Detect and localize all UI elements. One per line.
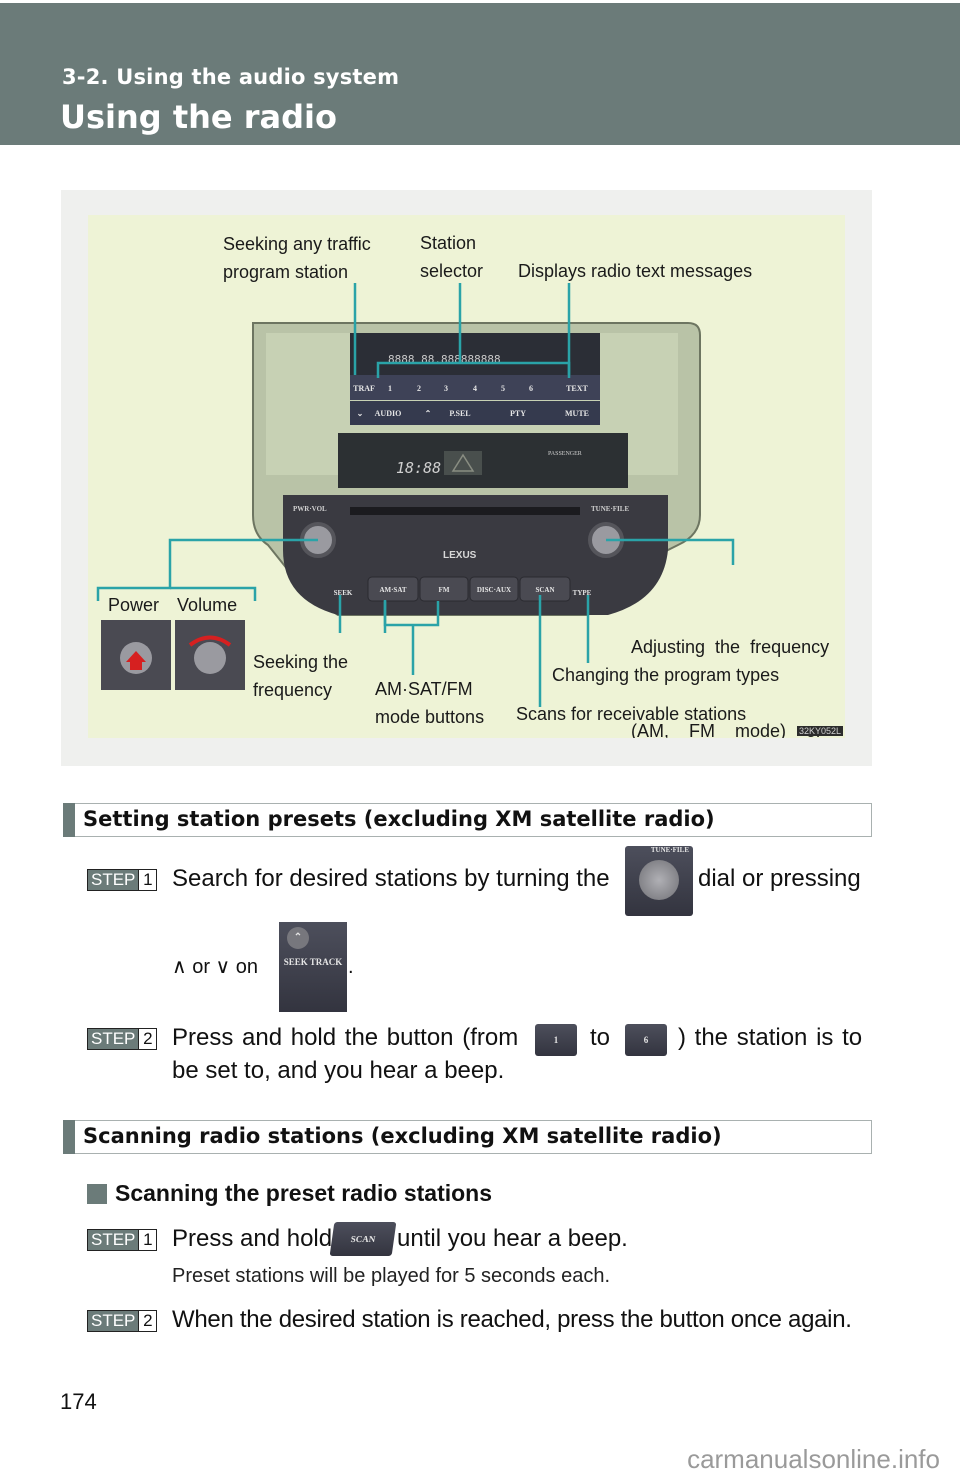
callout-power-volume: Power Volume <box>108 595 238 615</box>
page-header: 3-2. Using the audio system Using the ra… <box>0 0 960 145</box>
svg-text:TUNE·FILE: TUNE·FILE <box>591 505 629 513</box>
svg-text:PTY: PTY <box>510 409 526 418</box>
figure-code: 32KY052L <box>796 726 843 736</box>
watermark: carmanualsonline.info <box>687 1444 940 1474</box>
svg-text:MUTE: MUTE <box>565 409 589 418</box>
svg-text:2: 2 <box>417 384 421 393</box>
svg-text:LEXUS: LEXUS <box>443 550 477 561</box>
step-text: . <box>348 956 354 978</box>
svg-text:PASSENGER: PASSENGER <box>548 451 582 457</box>
callout-scan: Scans for receivable stations <box>516 704 747 724</box>
callout-traffic: Seeking any traffic program station <box>223 234 371 282</box>
section-label: 3-2. Using the audio system <box>62 65 400 89</box>
step-text: Press and hold the button (from <box>172 1024 519 1051</box>
svg-text:4: 4 <box>473 384 477 393</box>
svg-text:⌃: ⌃ <box>425 409 432 418</box>
callout-seek: Seeking the frequency <box>253 652 349 700</box>
square-bullet-icon <box>87 1183 107 1204</box>
svg-text:18:88: 18:88 <box>396 459 441 477</box>
svg-text:TEXT: TEXT <box>566 384 588 393</box>
seek-track-button-image: ⌃ SEEK TRACK <box>279 922 347 1012</box>
radio-diagram: 8888 88.888888888 TRAF 1 2 3 4 5 6 TEXT … <box>88 215 845 738</box>
step-text: be set to, and you hear a beep. <box>172 1057 505 1084</box>
radio-unit-illustration: 8888 88.888888888 TRAF 1 2 3 4 5 6 TEXT … <box>96 283 735 707</box>
svg-text:3: 3 <box>444 384 448 393</box>
svg-text:AM·SAT: AM·SAT <box>379 586 406 594</box>
svg-text:TRAF: TRAF <box>353 384 375 393</box>
svg-text:SEEK: SEEK <box>334 589 353 597</box>
callout-mode-buttons: AM·SAT/FM mode buttons <box>375 679 485 727</box>
heading-bar <box>63 1120 75 1154</box>
callout-station-selector: Station selector <box>420 233 484 281</box>
section-heading-scanning: Scanning radio stations (excluding XM sa… <box>63 1120 872 1154</box>
step-text: dial or pressing <box>698 865 861 892</box>
step-text: to <box>590 1024 611 1051</box>
tune-file-dial-image: TUNE·FILE <box>625 846 693 916</box>
step-text: until you hear a beep. <box>397 1225 628 1252</box>
svg-text:⌄: ⌄ <box>357 409 364 418</box>
step-text: Search for desired stations by turning t… <box>172 865 610 892</box>
callout-text-messages: Displays radio text messages <box>518 261 753 281</box>
page-title: Using the radio <box>60 98 337 136</box>
step-text: When the desired station is reached, pre… <box>172 1306 852 1333</box>
callout-adjust-frequency: Adjusting the frequency (AM, FM mode) or… <box>631 637 830 738</box>
step-note: Preset stations will be played for 5 sec… <box>172 1265 611 1287</box>
section-heading-presets: Setting station presets (excluding XM sa… <box>63 803 872 837</box>
preset-button-1-image: 1 <box>535 1024 577 1056</box>
svg-text:TYPE: TYPE <box>573 589 592 597</box>
step-text: ∧ or ∨ on <box>172 956 258 978</box>
step-text: Press and hold <box>172 1225 333 1252</box>
page-number: 174 <box>60 1389 97 1414</box>
svg-text:AUDIO: AUDIO <box>375 409 402 418</box>
preset-button-6-image: 6 <box>625 1024 667 1056</box>
svg-text:P.SEL: P.SEL <box>449 409 470 418</box>
svg-text:1: 1 <box>388 384 392 393</box>
svg-text:SCAN: SCAN <box>535 586 554 594</box>
svg-text:FM: FM <box>439 586 450 594</box>
svg-text:PWR·VOL: PWR·VOL <box>293 505 327 513</box>
heading-bar <box>63 803 75 837</box>
callout-program-types: Changing the program types <box>552 665 780 685</box>
step-text: ) the station is to <box>678 1024 863 1051</box>
scan-button-image: SCAN <box>329 1222 397 1256</box>
svg-text:DISC·AUX: DISC·AUX <box>477 586 511 594</box>
svg-text:6: 6 <box>529 384 533 393</box>
subheading-scanning-presets: Scanning the preset radio stations <box>87 1180 492 1207</box>
svg-text:5: 5 <box>501 384 505 393</box>
